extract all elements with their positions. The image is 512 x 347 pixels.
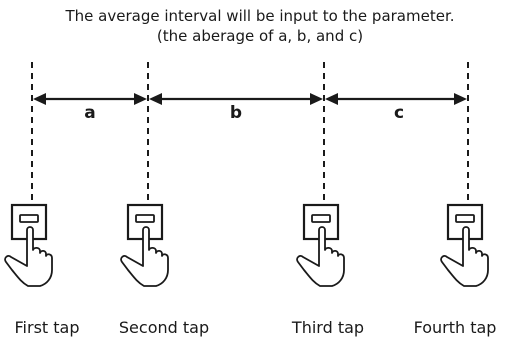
- tap-label-second: Second tap: [118, 318, 210, 337]
- tap-icon-fourth: [440, 203, 489, 287]
- caption-line-1: The average interval will be input to th…: [65, 7, 455, 25]
- caption-line-2: (the aberage of a, b, and c): [156, 27, 364, 45]
- interval-label-b: b: [229, 103, 243, 123]
- tap-icon-second: [120, 203, 169, 287]
- interval-label-a: a: [84, 103, 96, 123]
- tap-label-fourth: Fourth tap: [413, 318, 497, 337]
- arrow-a-icon: [33, 93, 147, 105]
- tap-label-third: Third tap: [291, 318, 365, 337]
- interval-label-c: c: [393, 103, 405, 123]
- tap-icon-third: [296, 203, 345, 287]
- tap-label-first: First tap: [14, 318, 80, 337]
- arrow-c-icon: [325, 93, 467, 105]
- arrow-b-icon: [149, 93, 323, 105]
- tap-icon-first: [4, 203, 53, 287]
